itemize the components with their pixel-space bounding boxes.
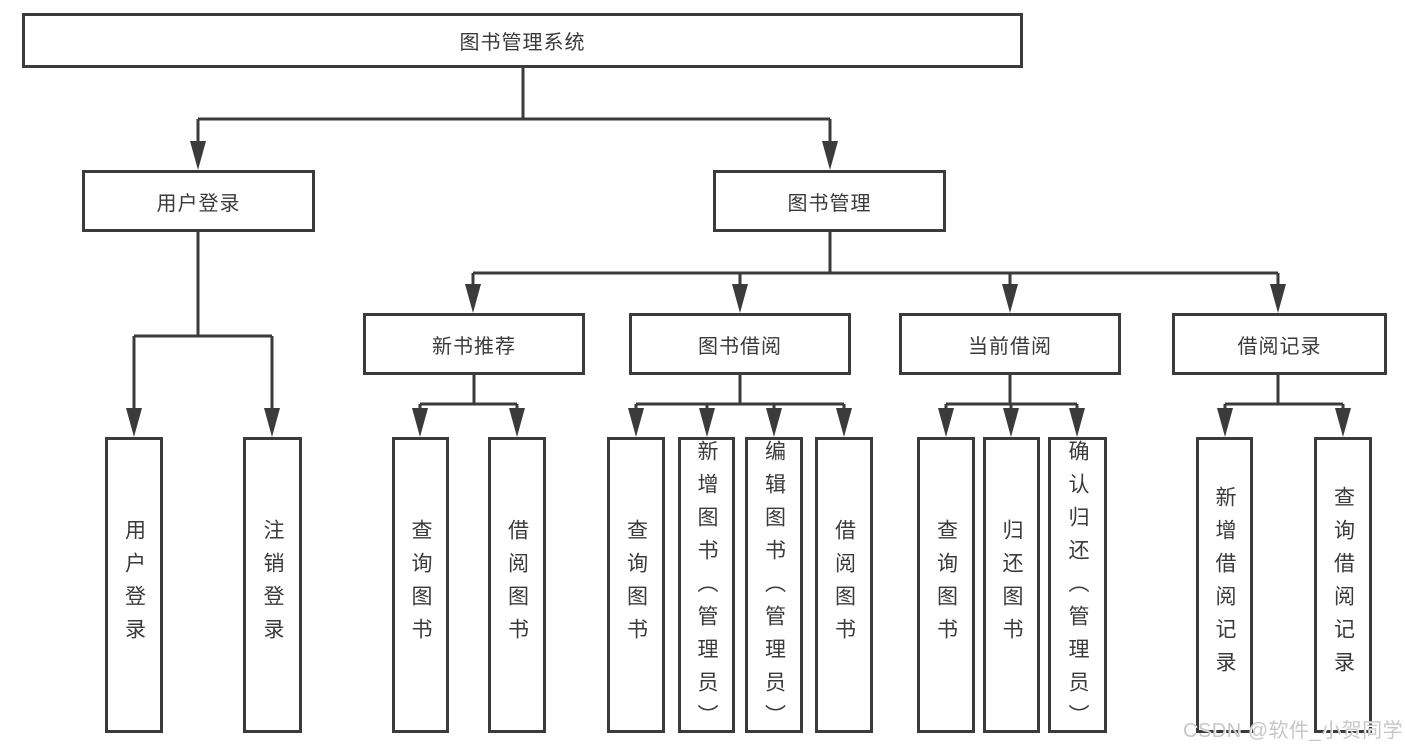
node-borrow-records: 借阅记录 [1172,313,1387,375]
leaf-borrow-books-label: 借阅图书 [832,519,856,651]
leaf-logout: 注销登录 [243,437,302,733]
leaf-add-borrow-record: 新增借阅记录 [1196,437,1253,733]
leaf-confirm-return-admin: 确认归还（管理员） [1048,437,1107,737]
arrowhead-icon [126,408,142,437]
arrowhead-icon [732,284,748,313]
leaf-query-books-current-label: 查询图书 [934,519,958,651]
arrowhead-icon [1217,408,1233,437]
leaf-query-books-borrow: 查询图书 [607,437,665,733]
node-current-borrow: 当前借阅 [899,313,1121,375]
arrowhead-icon [938,408,954,437]
leaf-query-borrow-record: 查询借阅记录 [1314,437,1372,733]
csdn-watermark: CSDN @软件_小贺同学 [1183,720,1404,742]
node-book-mgmt-label: 图书管理 [787,192,872,215]
node-user-login: 用户登录 [82,170,315,232]
leaf-borrow-books: 借阅图书 [815,437,873,733]
leaf-add-books-admin: 新增图书（管理员） [678,437,735,737]
arrowhead-icon [699,408,715,437]
leaf-logout-label: 注销登录 [261,519,284,651]
node-user-login-label: 用户登录 [156,192,241,215]
arrowhead-icon [822,141,838,170]
arrowhead-icon [1069,408,1085,437]
leaf-edit-books-admin: 编辑图书（管理员） [745,437,803,737]
node-book-borrow: 图书借阅 [629,313,851,375]
node-borrow-records-label: 借阅记录 [1237,335,1322,358]
leaf-add-borrow-record-label: 新增借阅记录 [1213,486,1236,684]
leaf-borrow-books-rec: 借阅图书 [488,437,546,733]
leaf-edit-books-admin-label: 编辑图书（管理员） [762,440,786,737]
arrowhead-icon [509,408,525,437]
arrowhead-icon [836,408,852,437]
arrowhead-icon [1335,408,1351,437]
leaf-user-login-label: 用户登录 [122,519,146,651]
arrowhead-icon [1003,408,1019,437]
node-root: 图书管理系统 [22,13,1023,68]
node-current-borrow-label: 当前借阅 [968,335,1052,358]
leaf-return-books: 归还图书 [983,437,1040,733]
leaf-user-login: 用户登录 [105,437,163,733]
node-book-borrow-label: 图书借阅 [698,335,782,358]
node-new-book-rec-label: 新书推荐 [432,335,516,358]
arrowhead-icon [628,408,644,437]
leaf-query-books-rec: 查询图书 [392,437,449,733]
node-root-label: 图书管理系统 [459,32,586,54]
leaf-confirm-return-admin-label: 确认归还（管理员） [1066,440,1089,737]
arrowhead-icon [465,284,481,313]
leaf-query-borrow-record-label: 查询借阅记录 [1331,486,1355,684]
leaf-query-books-current: 查询图书 [917,437,975,733]
arrowhead-icon [412,408,428,437]
arrowhead-icon [1002,284,1018,313]
leaf-query-books-borrow-label: 查询图书 [624,519,648,651]
arrowhead-icon [1270,284,1286,313]
arrowhead-icon [264,408,280,437]
leaf-add-books-admin-label: 新增图书（管理员） [695,440,718,737]
leaf-borrow-books-rec-label: 借阅图书 [505,519,529,651]
leaf-query-books-rec-label: 查询图书 [409,519,432,651]
leaf-return-books-label: 归还图书 [1000,519,1023,651]
node-book-mgmt: 图书管理 [713,170,946,232]
arrowhead-icon [766,408,782,437]
arrowhead-icon [190,141,206,170]
node-new-book-rec: 新书推荐 [363,313,585,375]
